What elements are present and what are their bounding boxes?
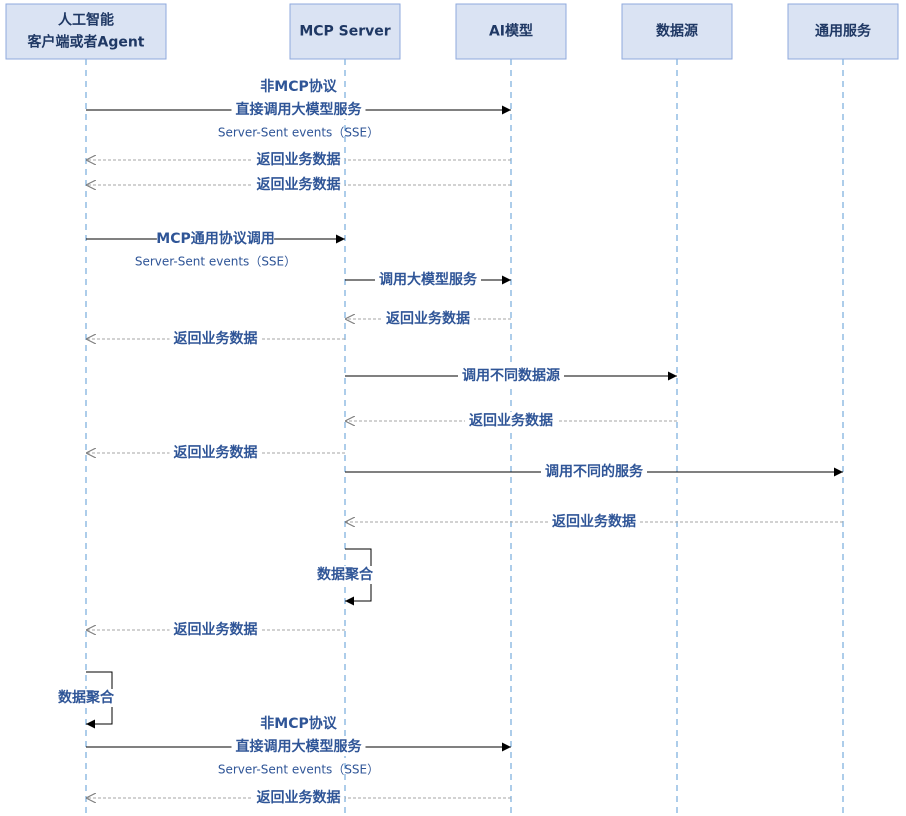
message-label-bg <box>252 151 345 169</box>
message-label-bg <box>156 230 275 248</box>
message-label: 返回业务数据 <box>257 789 341 806</box>
participant-label-ds: 数据源 <box>656 23 698 40</box>
message-return-6: 返回业务数据 <box>86 330 345 348</box>
message-return-1: 返回业务数据 <box>86 151 511 169</box>
message-label: 返回业务数据 <box>469 412 553 429</box>
message-label: 非MCP协议 <box>260 715 337 732</box>
participant-box-client <box>5 3 167 60</box>
message-label: 非MCP协议 <box>260 78 337 95</box>
message-sublabel: Server-Sent events（SSE） <box>135 255 296 269</box>
message-call-4: 调用大模型服务 <box>345 271 511 289</box>
message-label: 返回业务数据 <box>257 176 341 193</box>
message-sublabel: Server-Sent events（SSE） <box>218 126 379 140</box>
message-call-10: 调用不同的服务 <box>345 463 843 481</box>
message-call-3: MCP通用协议调用 Server-Sent events（SSE） <box>86 230 345 269</box>
message-label-bg <box>231 101 366 119</box>
message-self-12: 数据聚合 <box>314 548 376 606</box>
participant-box-ai <box>455 3 567 60</box>
message-label-bg <box>314 566 376 584</box>
message-return-13: 返回业务数据 <box>86 621 345 639</box>
message-label-bg <box>169 444 262 462</box>
message-label-bg <box>548 513 640 531</box>
message-label: MCP通用协议调用 <box>156 230 274 247</box>
message-label-bg <box>375 271 481 289</box>
message-self-14: 数据聚合 <box>55 671 117 729</box>
participant-label-mcp: MCP Server <box>299 24 390 40</box>
participant-label-svc: 通用服务 <box>815 23 872 40</box>
message-return-16: 返回业务数据 <box>86 789 511 807</box>
message-label-bg <box>260 78 337 96</box>
message-label-bg <box>252 176 345 194</box>
message-label: 调用大模型服务 <box>379 271 478 288</box>
message-call-7: 调用不同数据源 <box>345 367 677 385</box>
message-label-bg <box>458 367 564 385</box>
message-label: 返回业务数据 <box>552 513 636 530</box>
message-label: 返回业务数据 <box>174 330 258 347</box>
message-return-8: 返回业务数据 <box>345 412 677 430</box>
message-label: 调用不同数据源 <box>462 367 560 384</box>
message-label: 直接调用大模型服务 <box>236 738 363 755</box>
message-label: 数据聚合 <box>58 689 115 706</box>
message-label-bg <box>55 689 117 707</box>
message-label-bg <box>169 621 262 639</box>
participant-label-client: 人工智能 <box>58 12 114 29</box>
participant-box-mcp <box>289 3 401 60</box>
participant-box-ds <box>621 3 733 60</box>
participant-label-ai: AI模型 <box>489 23 533 40</box>
message-label-bg <box>169 330 262 348</box>
message-label-bg <box>252 789 345 807</box>
message-label-bg <box>465 412 557 430</box>
message-label-bg <box>231 738 366 756</box>
message-label: 返回业务数据 <box>386 310 470 327</box>
message-label-bg <box>260 715 337 733</box>
message-label: 数据聚合 <box>317 566 374 583</box>
message-return-5: 返回业务数据 <box>345 310 511 328</box>
message-return-2: 返回业务数据 <box>86 176 511 194</box>
message-label: 返回业务数据 <box>174 621 258 638</box>
participant-box-svc <box>787 3 899 60</box>
message-sublabel: Server-Sent events（SSE） <box>218 763 379 777</box>
participant-label-client: 客户端或者Agent <box>26 34 144 51</box>
message-label-bg <box>541 463 647 481</box>
message-label: 返回业务数据 <box>257 151 341 168</box>
message-label-bg <box>382 310 474 328</box>
message-return-9: 返回业务数据 <box>86 444 345 462</box>
message-label: 直接调用大模型服务 <box>236 101 363 118</box>
message-return-11: 返回业务数据 <box>345 513 843 531</box>
message-label: 调用不同的服务 <box>545 463 644 480</box>
message-label: 返回业务数据 <box>174 444 258 461</box>
